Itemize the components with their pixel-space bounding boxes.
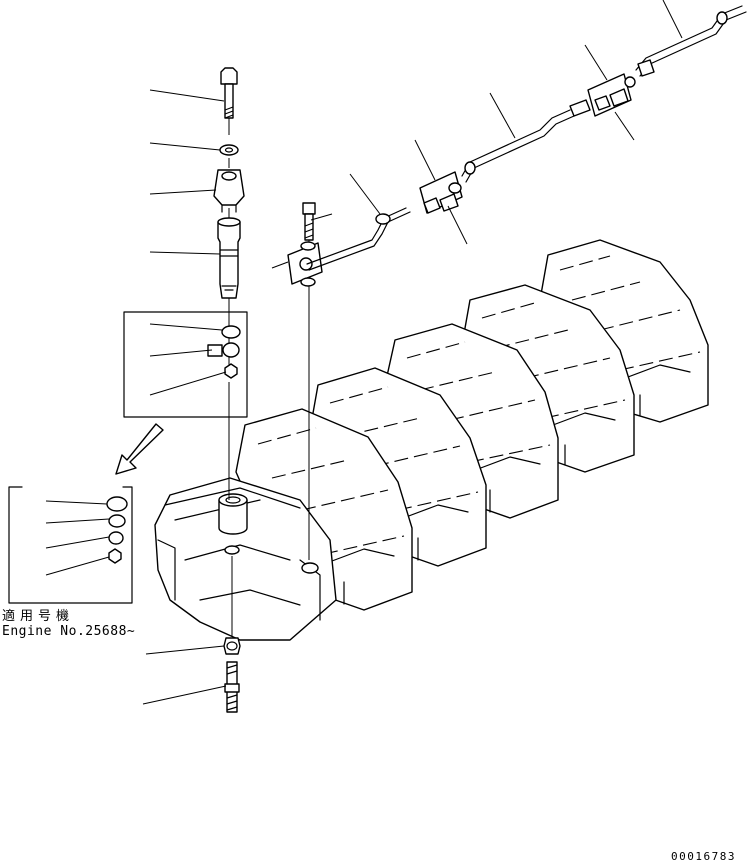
applicable-serial-label: 適用号機 xyxy=(2,609,75,624)
replacement-kit-box xyxy=(8,486,133,604)
seal-kit-box xyxy=(123,311,248,418)
drawing-number: 00016783 xyxy=(671,850,736,863)
injector-clamp xyxy=(213,169,245,213)
cylinder-head-assembly xyxy=(154,239,709,641)
cylinder-head-block xyxy=(235,408,413,611)
cylinder-head-block xyxy=(461,284,635,473)
injector-hardware-stack xyxy=(207,67,245,713)
fuel-injector xyxy=(217,217,241,299)
seal-kit xyxy=(207,325,241,379)
engine-serial-range: Engine No.25688~ xyxy=(2,624,136,639)
arrow-down-left-icon xyxy=(115,423,164,475)
clamp-bolt xyxy=(220,67,238,119)
cylinder-head-front-block xyxy=(154,477,337,641)
spherical-washer xyxy=(219,144,239,156)
fuel-return-line xyxy=(287,5,747,560)
callout-leaders xyxy=(45,0,683,705)
stud-and-nut xyxy=(223,637,241,713)
